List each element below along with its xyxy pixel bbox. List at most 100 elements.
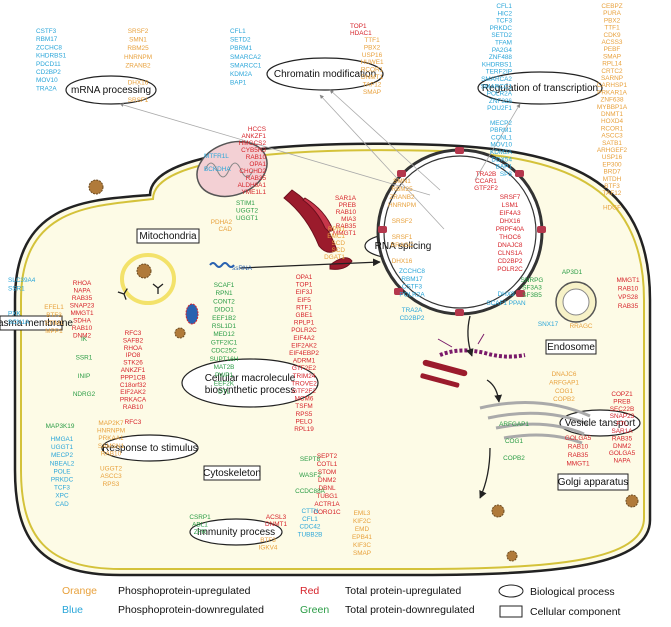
gene-label: USP16 [602, 154, 623, 161]
gene-label: CSRP1 [189, 514, 211, 521]
gene-label: RHOA [124, 345, 143, 352]
gene-label: TFAM [495, 40, 512, 47]
gene-label: HDAC1 [350, 30, 372, 37]
gene-label: PRPF40A [496, 226, 525, 233]
gene-label: SP3 [500, 171, 513, 178]
gene-label: IK [81, 336, 88, 343]
gene-label: EIF2AK2 [291, 342, 317, 349]
gene-label: OPA1 [296, 274, 313, 281]
gene-label: SSR1 [76, 354, 93, 361]
gene-label: SNAP23 [70, 303, 95, 310]
gene-label: SCAF1 [214, 282, 235, 289]
gene-label: CAD [55, 501, 69, 508]
gene-label: ANKZF1 [241, 133, 266, 140]
gene-label: SEPT8 [300, 456, 321, 463]
gene-label: UGGT1 [51, 444, 73, 451]
gene-label: EMC1 [327, 233, 345, 240]
gene-label: RCOR1 [601, 125, 624, 132]
arrows [239, 258, 502, 499]
legend-rect-icon [499, 605, 523, 618]
legend-green-text: Total protein-downregulated [345, 604, 475, 616]
gene-label: SLC39A4 [8, 277, 36, 284]
label-immunity: Immunity process [197, 527, 275, 538]
gene-label: DNAJC8 [498, 242, 523, 249]
ellipse-vesicle [559, 409, 641, 437]
endosome-shape [555, 281, 597, 323]
gene-label: CONT2 [213, 298, 235, 305]
nuclear-pores [378, 147, 546, 316]
gene-label: TOP1 [296, 282, 313, 289]
gene-label: POLR2C [291, 327, 317, 334]
gene-label: DNM2 [318, 477, 337, 484]
gene-label: PWP1 [215, 372, 234, 379]
gene-label: EIF4A3 [499, 210, 521, 217]
gene-label: MYBBP1A [597, 104, 628, 111]
gene-label: LSM1 [502, 202, 519, 209]
gene-label: RAB10 [246, 154, 267, 161]
gene-label: CARHSP1 [597, 82, 628, 89]
gene-label: CDK9 [603, 32, 620, 39]
gene-label: RAB10 [336, 209, 357, 216]
gene-label: GTF2IC1 [211, 339, 238, 346]
gene-label: PREB [613, 398, 630, 405]
gene-label: EIF4A2 [293, 335, 315, 342]
gene-label: SMARCA2 [481, 76, 512, 83]
gene-lists: CSTF3RBM17ZCCHC8KHDRBS1PDCD11CD2BP2MOV10… [8, 3, 640, 557]
box-endosome [545, 339, 597, 355]
gene-label: ALDH6A1 [238, 182, 267, 189]
gene-label: POLR2A [487, 91, 513, 98]
box-cytoskeleton [203, 465, 261, 481]
gene-label: CTTN [301, 508, 318, 515]
legend-orange-word: Orange [62, 585, 97, 597]
gene-label: DGAT1 [324, 254, 345, 261]
gene-label: SF3A3 [522, 285, 542, 292]
gene-label: RBM17 [401, 276, 423, 283]
gene-label: PBRM1 [490, 127, 512, 134]
gene-label: OPA1 [249, 161, 266, 168]
gene-label: RPLP1 [294, 320, 315, 327]
gene-label: ANKZF1 [121, 367, 146, 374]
gene-group-trans_blue: CFL1HIC2TCF3PRKDCSETD2TFAMPA2G4ZNF488KHD… [481, 3, 513, 178]
cell-membrane-inner [20, 149, 645, 570]
gene-label: INIP [78, 373, 90, 380]
gene-label: COPZ1 [611, 391, 633, 398]
gene-label: COPB2 [503, 455, 525, 462]
gene-group-macro_green: SCAF1RPN1CONT2DIDO1EEF1B2RSL1D1MED12GTF2… [210, 282, 239, 396]
gene-label: PRKDC [51, 477, 74, 484]
label-golgi: Golgi apparatus [558, 477, 629, 488]
box-golgi [557, 473, 629, 491]
blue-cell-body [185, 303, 199, 325]
legend-green-word: Green [300, 604, 329, 616]
gene-label: SDHA [73, 318, 91, 325]
gene-label: MTFR1L [204, 153, 229, 160]
gene-label: SRSF2 [392, 218, 413, 225]
gene-label: MOV10 [490, 142, 512, 149]
gene-label: ZNF638 [600, 97, 624, 104]
gene-label: ARFGAP1 [499, 421, 529, 428]
gene-label: CEBPZ [601, 3, 622, 10]
gene-label: DNMT1 [601, 111, 623, 118]
gene-label: ADRM1 [293, 358, 316, 365]
gene-label: RAB35 [246, 175, 267, 182]
gene-label: BAP1 [496, 164, 513, 171]
gene-group-macro_red_right: OPA1TOP1EIF3JEIF5RTF1GBE1RPLP1POLR2CEIF4… [289, 274, 319, 433]
gene-label: EIF5 [297, 297, 311, 304]
gene-label: SRSF1 [392, 234, 413, 241]
gene-label: TRA2B [476, 171, 497, 178]
gene-label: MECP2 [51, 452, 73, 459]
gene-label: CFL1 [302, 516, 318, 523]
gene-label: DBNL [318, 485, 335, 492]
gene-label: RCOR1 [361, 67, 384, 74]
gene-label: BTF3 [604, 183, 620, 190]
legend-orange-text: Phosphoprotein-upregulated [118, 585, 251, 597]
gene-label: KDM2A [490, 149, 513, 156]
gene-label: RPL14 [602, 61, 622, 68]
gene-label: FTL [616, 421, 628, 428]
legend-red-word: Red [300, 585, 319, 597]
